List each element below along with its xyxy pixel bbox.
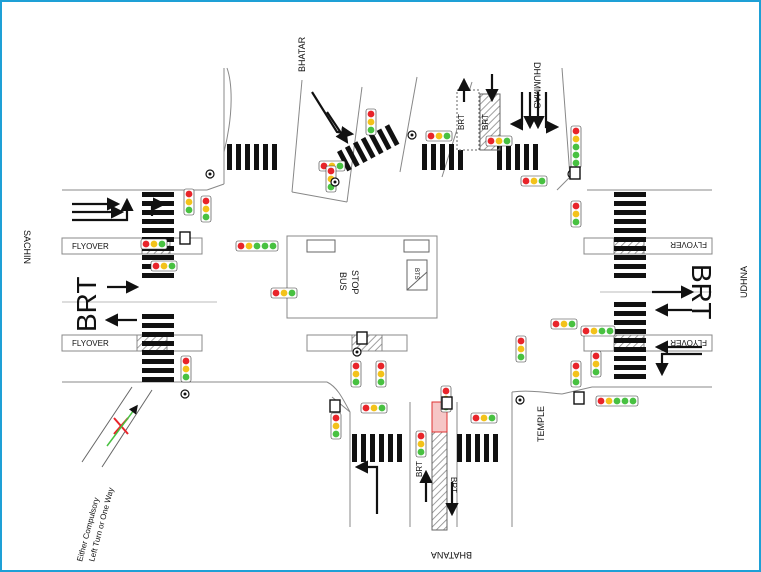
traffic-signal-icon: [515, 335, 527, 363]
traffic-signal-icon: [550, 318, 578, 330]
zebra-crossing: [457, 434, 498, 462]
traffic-signal-icon: [580, 325, 616, 337]
pedestrian-signal-icon: [356, 331, 368, 345]
brt-label-north: BRT: [457, 114, 466, 130]
road-name-south: BHATANA: [431, 550, 472, 560]
brt-label-south-2: BRT: [449, 477, 458, 493]
pedestrian-signal-icon: [569, 166, 581, 180]
traffic-signal-icon: [595, 395, 639, 407]
camera-icon: [515, 395, 525, 405]
pedestrian-signal-icon: [329, 399, 341, 413]
flyover-label-east-top: FLYOVER: [670, 240, 707, 249]
camera-icon: [330, 177, 340, 187]
flyover-label-west-bottom: FLYOVER: [72, 339, 109, 348]
traffic-signal-icon: [330, 412, 342, 440]
bus-stop-island: BTS BUS STOP: [286, 235, 438, 319]
zebra-crossings: [142, 124, 646, 462]
traffic-signal-icon: [590, 350, 602, 378]
road-name-west: SACHIN: [22, 230, 32, 264]
brt-label-north-2: BRT: [481, 114, 490, 130]
bus-stop-label-1: BUS: [338, 272, 348, 291]
road-name-north-right: DHUMMAS: [532, 62, 542, 109]
traffic-signal-icon: [570, 125, 582, 169]
traffic-signal-icon: [425, 130, 453, 142]
zebra-crossing: [497, 144, 538, 170]
zebra-crossing: [614, 192, 646, 278]
zebra-crossing: [227, 144, 277, 170]
camera-icon: [407, 130, 417, 140]
traffic-signal-icon: [415, 430, 427, 458]
lane-arrow-icon: [106, 404, 138, 447]
traffic-signal-icon: [318, 160, 346, 172]
pedestrian-signal-icon: [179, 231, 191, 245]
traffic-signal-icon: [570, 360, 582, 388]
traffic-signal-icon: [140, 238, 168, 250]
road-name-north-left: BHATAR: [297, 36, 307, 72]
brt-big-west: BRT: [71, 277, 102, 333]
lane-arrow-icon: [354, 460, 379, 514]
traffic-signal-icon: [375, 360, 387, 388]
zebra-crossing: [352, 434, 402, 462]
camera-icon: [205, 169, 215, 179]
temple-label: TEMPLE: [536, 406, 546, 442]
lane-arrow-icon: [655, 352, 702, 377]
traffic-signal-icon: [183, 188, 195, 216]
box-tag: BTS: [413, 268, 419, 280]
zebra-crossing: [614, 302, 646, 379]
slip-road-southwest: [81, 386, 153, 468]
camera-icon: [352, 347, 362, 357]
traffic-signal-icon: [350, 360, 362, 388]
zebra-crossing: [142, 314, 174, 382]
traffic-signal-icon: [520, 175, 548, 187]
pedestrian-signal-icon: [441, 396, 453, 410]
traffic-signal-icon: [200, 195, 212, 223]
bus-stop-label-2: STOP: [350, 270, 360, 294]
traffic-signal-icon: [270, 287, 298, 299]
lane-arrow-icon: [72, 197, 134, 222]
traffic-signal-icon: [570, 200, 582, 228]
flyover-label-east-bottom: FLYOVER: [670, 338, 707, 347]
traffic-signal-icon: [360, 402, 388, 414]
lane-arrow-icon: [311, 91, 355, 140]
road-edges: [62, 67, 712, 527]
pedestrian-signal-icon: [573, 391, 585, 405]
brt-label-south: BRT: [415, 461, 424, 477]
traffic-signals: [140, 108, 639, 458]
traffic-signal-icon: [150, 260, 178, 272]
lane-arrow-icon: [326, 111, 349, 144]
lane-arrow-icon: [150, 197, 167, 216]
traffic-signal-icon: [235, 240, 279, 252]
lane-arrow-icon: [509, 92, 524, 131]
zebra-crossing: [422, 144, 463, 170]
traffic-signal-icon: [365, 108, 377, 136]
lane-arrow-icon: [544, 92, 560, 134]
zebra-crossing-diagonal: [337, 124, 400, 172]
traffic-signal-icon: [485, 135, 513, 147]
flyover-label-west-top: FLYOVER: [72, 242, 109, 251]
traffic-signal-icon: [470, 412, 498, 424]
traffic-signal-icon: [180, 355, 192, 383]
road-name-east: UDHNA: [739, 266, 749, 298]
lane-arrows: [72, 74, 702, 517]
camera-icon: [180, 389, 190, 399]
